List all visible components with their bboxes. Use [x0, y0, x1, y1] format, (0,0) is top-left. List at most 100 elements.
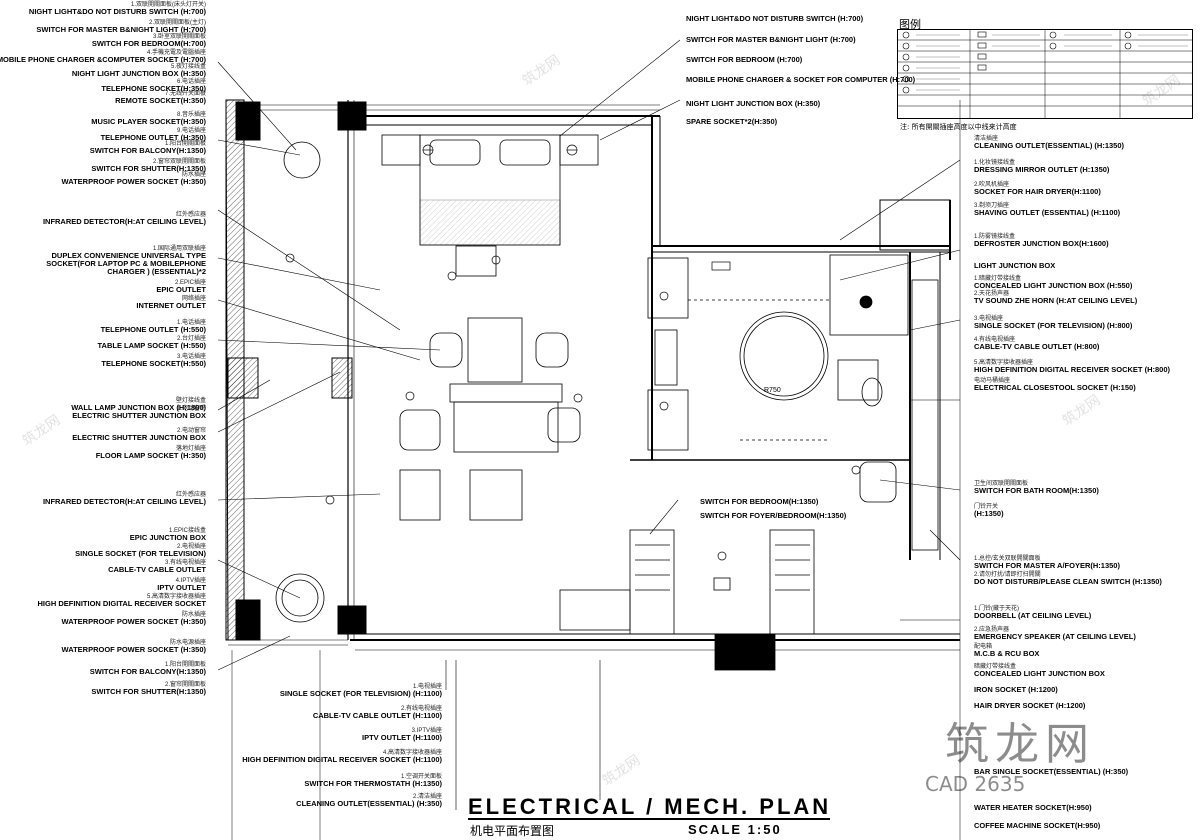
legend-text-lines [916, 34, 1188, 91]
left-label-cn: 2.EPIC插座 [174, 280, 206, 286]
left-label-cn: 1.EPIC接线盒 [168, 528, 206, 534]
dimension-label: R750 [764, 387, 781, 394]
drawing-title: ELECTRICAL / MECH. PLAN [468, 794, 832, 819]
left-label-en: IPTV OUTLET [157, 583, 206, 592]
left-label-cn: 1.国际通用双联插座 [152, 246, 206, 252]
foyer-label-en: SWITCH FOR FOYER/BEDROOM(H:1350) [700, 511, 847, 520]
right-label-cn: 卫生间双联開關面板 [974, 481, 1029, 487]
window-band [228, 104, 960, 651]
left-label-en: SWITCH FOR BALCONY(H:1350) [89, 667, 206, 676]
right-label-en: (H:1350) [974, 509, 1004, 518]
left-label-cn: 1.电动窗帘 [176, 406, 206, 412]
legend-box [897, 29, 1193, 119]
legend-note: 注: 所有開關插座高度以中线来计高度 [900, 123, 1017, 131]
right-label-en: DO NOT DISTURB/PLEASE CLEAN SWITCH (H:13… [974, 577, 1162, 586]
right-label-en: DEFROSTER JUNCTION BOX(H:1600) [974, 239, 1109, 248]
bottom-label-en: IPTV OUTLET (H:1100) [361, 733, 442, 742]
left-label-en: TABLE LAMP SOCKET (H:550) [97, 341, 206, 350]
left-label-en: WATERPROOF POWER SOCKET (H:350) [61, 645, 206, 654]
left-label-cn: 落地灯插座 [175, 446, 206, 452]
right-label-en: CONCEALED LIGHT JUNCTION BOX [974, 669, 1105, 678]
left-label-en: SWITCH FOR BEDROOM(H:700) [91, 39, 206, 48]
left-label-cn: 防水插座 [181, 612, 206, 618]
top-label-en: SWITCH FOR BEDROOM (H:700) [686, 55, 803, 64]
legend-title: 图例 [899, 18, 921, 31]
top-label-en: MOBILE PHONE CHARGER & SOCKET FOR COMPUT… [686, 75, 916, 84]
brand-watermark: 筑龙网 [945, 719, 1095, 770]
drawing-subtitle: 机电平面布置图 [470, 824, 555, 838]
left-label-en: SOCKET(FOR LAPTOP PC & MOBILEPHONE [46, 259, 206, 268]
legend-grid [897, 29, 1193, 119]
bedroom-walls [225, 99, 960, 641]
bottom-label-cn: 1.电视插座 [412, 684, 442, 690]
left-label-cn: 2.电视插座 [176, 544, 206, 550]
bottom-label-cn: 1.空调开关面板 [400, 774, 442, 780]
right-label-en: CONCEALED LIGHT JUNCTION BOX (H:550) [974, 281, 1133, 290]
lounge-chairs [275, 141, 325, 623]
right-label-cn: 2.吹风机插座 [974, 182, 1010, 188]
bed [381, 134, 599, 277]
left-label-cn: 5.高清数字接收器插座 [146, 594, 206, 600]
left-label-cn: 4.IPTV插座 [175, 578, 206, 584]
left-label-cn: 4.手機充電及電腦插座 [146, 50, 206, 56]
left-label-en: TELEPHONE SOCKET(H:350) [101, 84, 206, 93]
left-label-en: FLOOR LAMP SOCKET (H:350) [95, 451, 206, 460]
left-label-en: NIGHT LIGHT&DO NOT DISTURB SWITCH (H:700… [28, 7, 206, 16]
left-label-cn: 壁灯接线盒 [175, 398, 206, 404]
left-label-cn: 5.夜灯接线盒 [170, 64, 206, 70]
left-label-cn: 1.双联開關面板(床头灯开关) [130, 2, 206, 8]
left-label-cn: 2.窗帘開關面板 [164, 682, 206, 688]
right-label-en: CLEANING OUTLET(ESSENTIAL) (H:1350) [974, 141, 1125, 150]
bottom-label-cn: 3.IPTV插座 [411, 728, 442, 734]
right-label-cn: 1.防雾镜接线盒 [974, 234, 1016, 240]
bottom-label-cn: 4.高清数字接收器插座 [382, 750, 442, 756]
left-label-cn: 防水插座 [181, 172, 206, 178]
left-label-en: HIGH DEFINITION DIGITAL RECEIVER SOCKET [37, 599, 206, 608]
bottom-label-en: SWITCH FOR THERMOSTATH (H:1350) [304, 779, 442, 788]
left-label-en: SWITCH FOR BALCONY(H:1350) [89, 146, 206, 155]
drawing-scale: SCALE 1:50 [688, 822, 782, 837]
bottom-label-cn: 2.清洁插座 [412, 794, 442, 800]
foyer [559, 529, 815, 671]
right-label-cn: 门铃开关 [974, 504, 999, 510]
left-label-cn: 红外感应器 [175, 492, 206, 498]
left-label-en: TELEPHONE SOCKET(H:550) [101, 359, 206, 368]
left-label-en: DUPLEX CONVENIENCE UNIVERSAL TYPE [51, 251, 206, 260]
left-label-en: INTERNET OUTLET [136, 301, 206, 310]
left-label-cn: 网络插座 [181, 296, 206, 302]
right-label-en: SHAVING OUTLET (ESSENTIAL) (H:1100) [974, 208, 1121, 217]
bathroom [647, 254, 939, 551]
right-label-en: HAIR DRYER SOCKET (H:1200) [974, 701, 1086, 710]
left-label-en: INFRARED DETECTOR(H:AT CEILING LEVEL) [42, 497, 206, 506]
right-label-en: DOORBELL (AT CEILING LEVEL) [974, 611, 1092, 620]
top-label-en: SWITCH FOR MASTER B&NIGHT LIGHT (H:700) [686, 35, 856, 44]
left-label-en: SWITCH FOR SHUTTER(H:1350) [91, 164, 206, 173]
left-label-en: NIGHT LIGHT JUNCTION BOX (H:350) [71, 69, 206, 78]
left-label-en: ELECTRIC SHUTTER JUNCTION BOX [72, 411, 206, 420]
left-label-en: SINGLE SOCKET (FOR TELEVISION) [75, 549, 206, 558]
right-label-cn: 4.有线电视插座 [974, 337, 1016, 343]
right-label-en: LIGHT JUNCTION BOX [974, 261, 1056, 270]
top-label-en: SPARE SOCKET*2(H:350) [686, 117, 778, 126]
left-label-cn: 1.阳台開關面板 [164, 662, 206, 668]
electrical-symbols [285, 144, 861, 561]
bottom-label-en: CABLE-TV CABLE OUTLET (H:1100) [312, 711, 442, 720]
right-label-en: CABLE-TV CABLE OUTLET (H:800) [974, 342, 1100, 351]
right-label-en: HIGH DEFINITION DIGITAL RECEIVER SOCKET … [974, 365, 1170, 374]
top-label-en: NIGHT LIGHT&DO NOT DISTURB SWITCH (H:700… [686, 14, 864, 23]
left-label-cn: 3.卧室双联開關面板 [152, 34, 206, 40]
left-label-cn: 红外感应器 [175, 212, 206, 218]
left-label-en: CHARGER ) (ESSENTIAL)*2 [107, 267, 206, 276]
legend-symbols [902, 31, 1132, 94]
right-label-cn: 清洁插座 [974, 136, 999, 142]
bottom-label-cn: 2.有线电视插座 [400, 706, 442, 712]
right-label-en: ELECTRICAL CLOSESTOOL SOCKET (H:150) [974, 383, 1136, 392]
right-label-cn: 5.高清数字接收器插座 [974, 360, 1034, 366]
right-label-cn: 1.门铃(藏于天花) [974, 606, 1020, 612]
right-label-en: M.C.B & RCU BOX [974, 649, 1040, 658]
right-label-cn: 3.电视插座 [974, 316, 1004, 322]
right-label-cn: 1.暗藏灯带接线盒 [974, 276, 1022, 282]
left-label-en: REMOTE SOCKET(H:350) [115, 96, 206, 105]
left-label-en: TELEPHONE OUTLET (H:350) [100, 133, 206, 142]
desk-area [399, 317, 581, 521]
